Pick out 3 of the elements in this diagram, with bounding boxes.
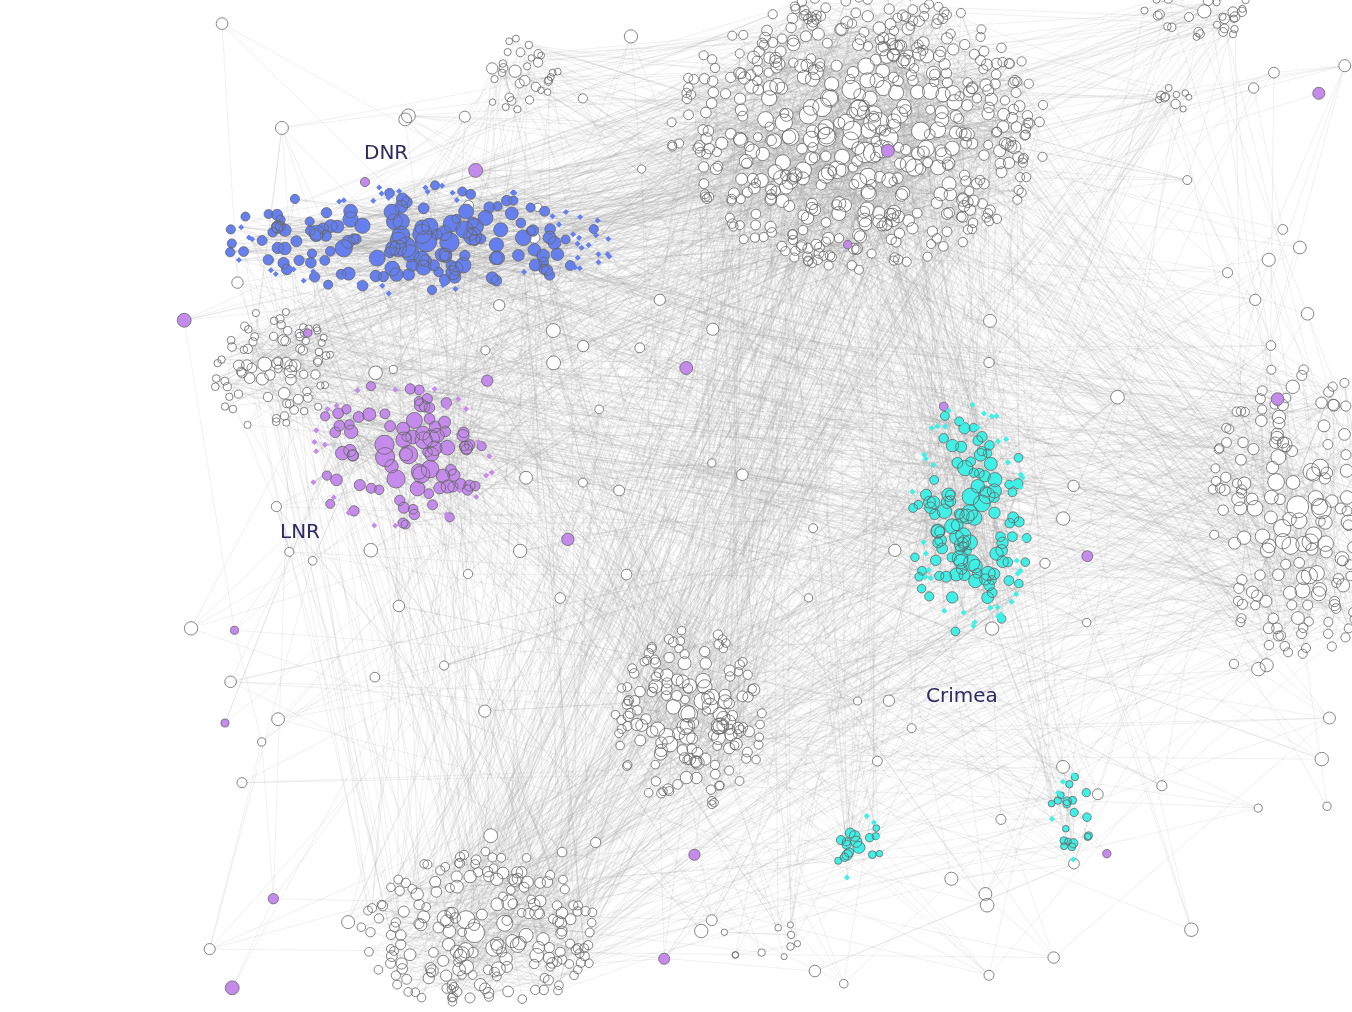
cluster-label: LNR: [280, 519, 320, 543]
cluster-label: DNR: [364, 140, 409, 164]
cluster-label: Crimea: [926, 683, 998, 707]
